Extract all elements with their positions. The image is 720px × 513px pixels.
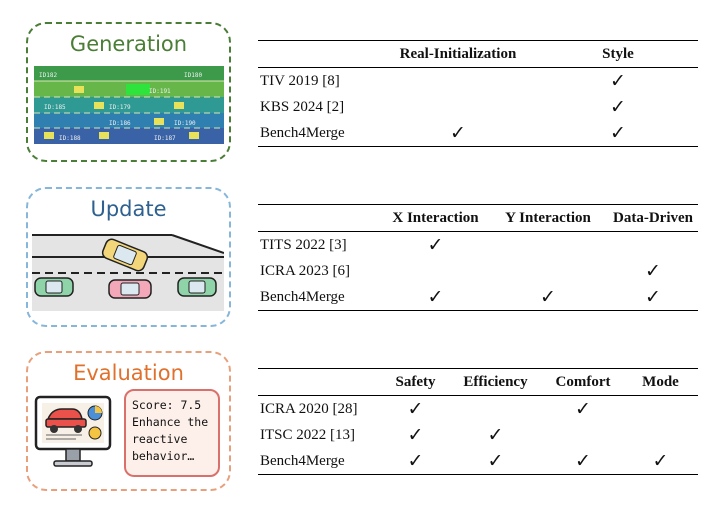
table-row: Bench4Merge ✓ ✓ ✓ ✓	[258, 448, 698, 475]
method-name: Bench4Merge	[260, 124, 345, 141]
map-label: ID:187	[154, 135, 176, 142]
map-label: ID:190	[174, 120, 196, 127]
table-row: Bench4Merge ✓ ✓	[258, 120, 698, 147]
check-icon: ✓	[407, 398, 424, 420]
map-label: ID:188	[59, 135, 81, 142]
method-name: ICRA 2023 [6]	[260, 262, 350, 279]
column-header: Safety	[395, 373, 436, 390]
lane-merge-illustration	[32, 234, 224, 311]
check-icon: ✓	[407, 450, 424, 472]
method-name: KBS 2024 [2]	[260, 98, 345, 115]
check-icon: ✓	[427, 234, 444, 256]
generation-comparison-table: Real-Initialization Style TIV 2019 [8] ✓…	[258, 40, 698, 147]
green-car-icon	[34, 277, 74, 297]
table-row: KBS 2024 [2] ✓	[258, 94, 698, 120]
check-icon: ✓	[540, 286, 556, 308]
map-label: ID:186	[109, 120, 131, 127]
table-row: Bench4Merge ✓ ✓ ✓	[258, 284, 698, 311]
check-icon: ✓	[652, 450, 669, 472]
speech-line: behavior…	[132, 449, 195, 463]
check-icon: ✓	[427, 286, 444, 308]
check-icon: ✓	[645, 260, 661, 282]
column-header: Data-Driven	[613, 209, 693, 226]
check-icon: ✓	[610, 122, 626, 144]
speech-line: Enhance the	[132, 415, 209, 429]
green-car-icon	[177, 277, 217, 297]
speech-line: reactive	[132, 432, 188, 446]
column-header: Real-Initialization	[399, 45, 517, 62]
speech-bubble: Score: 7.5 Enhance the reactive behavior…	[124, 389, 220, 477]
generation-title: Generation	[69, 32, 188, 56]
method-name: TIV 2019 [8]	[260, 72, 340, 89]
method-name: Bench4Merge	[260, 452, 345, 469]
column-header: Y Interaction	[505, 209, 591, 226]
table-row: ITSC 2022 [13] ✓ ✓	[258, 422, 698, 448]
check-icon: ✓	[610, 96, 626, 118]
method-name: ITSC 2022 [13]	[260, 426, 355, 443]
evaluation-panel: Evaluation Score: 7.5 Enhance the reacti…	[26, 351, 231, 491]
check-icon: ✓	[407, 424, 424, 446]
check-icon: ✓	[487, 424, 504, 446]
check-icon: ✓	[575, 398, 591, 420]
evaluation-comparison-table: Safety Efficiency Comfort Mode ICRA 2020…	[258, 368, 698, 475]
map-label: ID:185	[44, 104, 66, 111]
map-label: ID180	[184, 72, 202, 79]
column-header: X Interaction	[392, 209, 479, 226]
column-header: Efficiency	[463, 373, 528, 390]
table-header-row: Safety Efficiency Comfort Mode	[258, 368, 698, 396]
generation-panel: Generation ID182 ID180 ID:191 ID:179 ID:…	[26, 22, 231, 162]
yellow-car-icon	[101, 238, 149, 272]
table-row: TIV 2019 [8] ✓	[258, 68, 698, 95]
speech-line: Score: 7.5	[132, 398, 202, 412]
check-icon: ✓	[575, 450, 591, 472]
pink-car-icon	[108, 279, 152, 299]
update-title: Update	[90, 197, 167, 221]
table-header-row: Real-Initialization Style	[258, 40, 698, 68]
table-row: ICRA 2023 [6] ✓	[258, 258, 698, 284]
table-header-row: X Interaction Y Interaction Data-Driven	[258, 204, 698, 232]
traffic-map-image: ID182 ID180 ID:191 ID:179 ID:185 ID:186 …	[34, 66, 224, 144]
check-icon: ✓	[487, 450, 504, 472]
map-label: ID182	[39, 72, 57, 79]
check-icon: ✓	[450, 122, 466, 144]
method-name: ICRA 2020 [28]	[260, 400, 358, 417]
column-header: Comfort	[555, 373, 611, 390]
column-header: Style	[602, 45, 634, 62]
map-label: ID:179	[109, 104, 131, 111]
monitor-dashboard-icon	[34, 395, 112, 467]
check-icon: ✓	[645, 286, 661, 308]
update-panel: Update	[26, 187, 231, 327]
map-label: ID:191	[149, 88, 171, 95]
table-row: TITS 2022 [3] ✓	[258, 232, 698, 259]
evaluation-title: Evaluation	[73, 361, 184, 385]
table-row: ICRA 2020 [28] ✓ ✓	[258, 396, 698, 423]
check-icon: ✓	[610, 70, 626, 92]
method-name: Bench4Merge	[260, 288, 345, 305]
method-name: TITS 2022 [3]	[260, 236, 347, 253]
column-header: Mode	[642, 373, 679, 390]
update-comparison-table: X Interaction Y Interaction Data-Driven …	[258, 204, 698, 311]
